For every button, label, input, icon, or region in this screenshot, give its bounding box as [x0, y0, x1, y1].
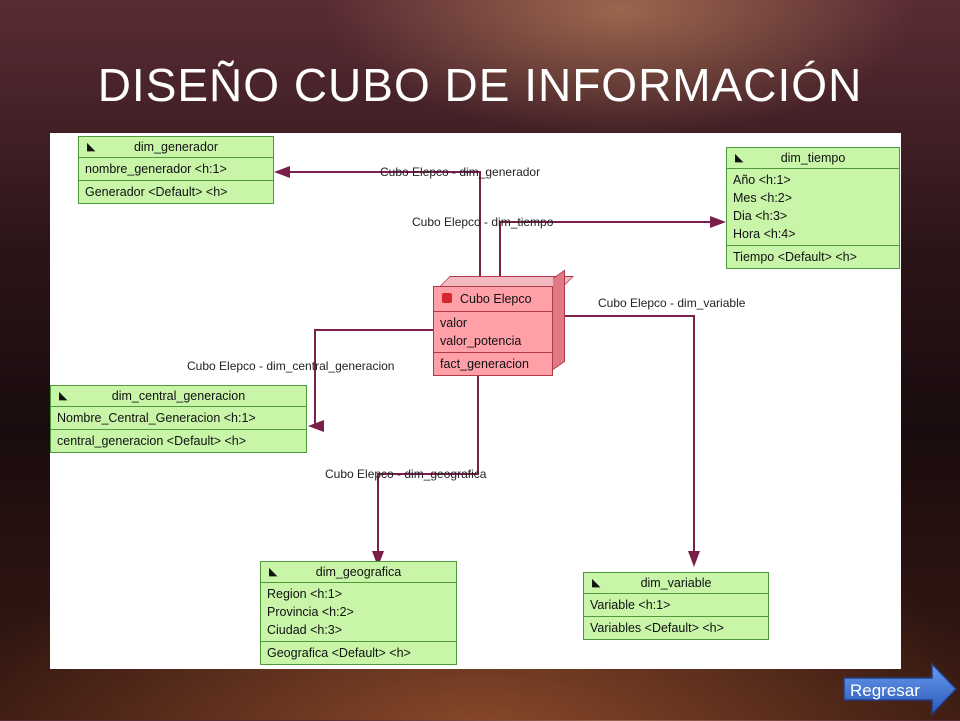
entity-fact-cubo-elepco[interactable]: Cubo Elepco valor valor_potencia fact_ge… — [433, 286, 553, 376]
fact-table-icon — [442, 293, 452, 303]
fact-row: fact_generacion — [440, 357, 529, 371]
entity-title: dim_central_generacion — [111, 389, 246, 403]
back-button[interactable]: Regresar — [842, 662, 958, 716]
relation-label-central: Cubo Elepco - dim_central_generacion — [187, 359, 395, 373]
arrow-right-icon — [843, 662, 958, 716]
level-row: Año <h:1> — [733, 173, 791, 187]
relation-label-geografica: Cubo Elepco - dim_geografica — [325, 467, 487, 481]
hierarchy-row: central_generacion <Default> <h> — [57, 434, 247, 448]
connector-generador — [282, 171, 481, 276]
back-button-label: Regresar — [850, 681, 920, 700]
connector-lines — [274, 166, 726, 567]
arrow-geografica — [372, 551, 384, 567]
level-row: Hora <h:4> — [733, 227, 796, 241]
entity-title: dim_geografica — [315, 565, 402, 579]
connector-variable — [553, 315, 695, 561]
level-row: Variable <h:1> — [590, 598, 671, 612]
dimension-icon: ◣ — [735, 152, 744, 164]
hierarchy-row: Variables <Default> <h> — [590, 621, 724, 635]
entity-dim-variable[interactable]: ◣ dim_variable Variable <h:1> Variables <… — [583, 572, 769, 640]
entity-title: dim_tiempo — [780, 151, 846, 165]
hierarchy-row: Tiempo <Default> <h> — [733, 250, 857, 264]
measure-row: valor — [440, 316, 468, 330]
relation-label-generador: Cubo Elepco - dim_generador — [380, 165, 541, 179]
arrow-generador — [274, 166, 290, 178]
level-row: Dia <h:3> — [733, 209, 788, 223]
measure-row: valor_potencia — [440, 334, 522, 348]
entity-dim-geografica[interactable]: ◣ dim_geografica Region <h:1> Provincia <… — [260, 561, 457, 665]
level-row: Region <h:1> — [267, 587, 343, 601]
arrow-variable — [688, 551, 700, 567]
relation-label-tiempo: Cubo Elepco - dim_tiempo — [412, 215, 554, 229]
entity-dim-tiempo[interactable]: ◣ dim_tiempo Año <h:1> Mes <h:2> Dia <h:3… — [726, 147, 900, 269]
entity-title: Cubo Elepco — [460, 292, 532, 306]
dimension-icon: ◣ — [592, 577, 601, 589]
fact-cube-side — [553, 269, 565, 370]
entity-dim-central-generacion[interactable]: ◣ dim_central_generacion Nombre_Central_G… — [50, 385, 307, 453]
level-row: Ciudad <h:3> — [267, 623, 343, 637]
arrow-central — [308, 420, 324, 432]
entity-title: dim_variable — [640, 576, 712, 590]
dimension-icon: ◣ — [59, 390, 68, 402]
level-row: Mes <h:2> — [733, 191, 793, 205]
connector-central — [314, 329, 433, 427]
arrow-tiempo — [710, 216, 726, 228]
relation-label-variable: Cubo Elepco - dim_variable — [598, 296, 746, 310]
entity-title: dim_generador — [133, 140, 219, 154]
connector-tiempo — [499, 221, 718, 276]
diagram-canvas: Cubo Elepco - dim_generador Cubo Elepco … — [50, 133, 901, 669]
level-row: nombre_generador <h:1> — [85, 162, 227, 176]
dimension-icon: ◣ — [87, 141, 96, 153]
connector-geografica — [377, 370, 479, 561]
hierarchy-row: Generador <Default> <h> — [85, 185, 228, 199]
hierarchy-row: Geografica <Default> <h> — [267, 646, 411, 660]
entity-dim-generador[interactable]: ◣ dim_generador nombre_generador <h:1> Ge… — [78, 136, 274, 204]
page-title: DISEÑO CUBO DE INFORMACIÓN — [97, 59, 863, 111]
level-row: Nombre_Central_Generacion <h:1> — [57, 411, 256, 425]
dimension-icon: ◣ — [269, 566, 278, 578]
level-row: Provincia <h:2> — [267, 605, 354, 619]
